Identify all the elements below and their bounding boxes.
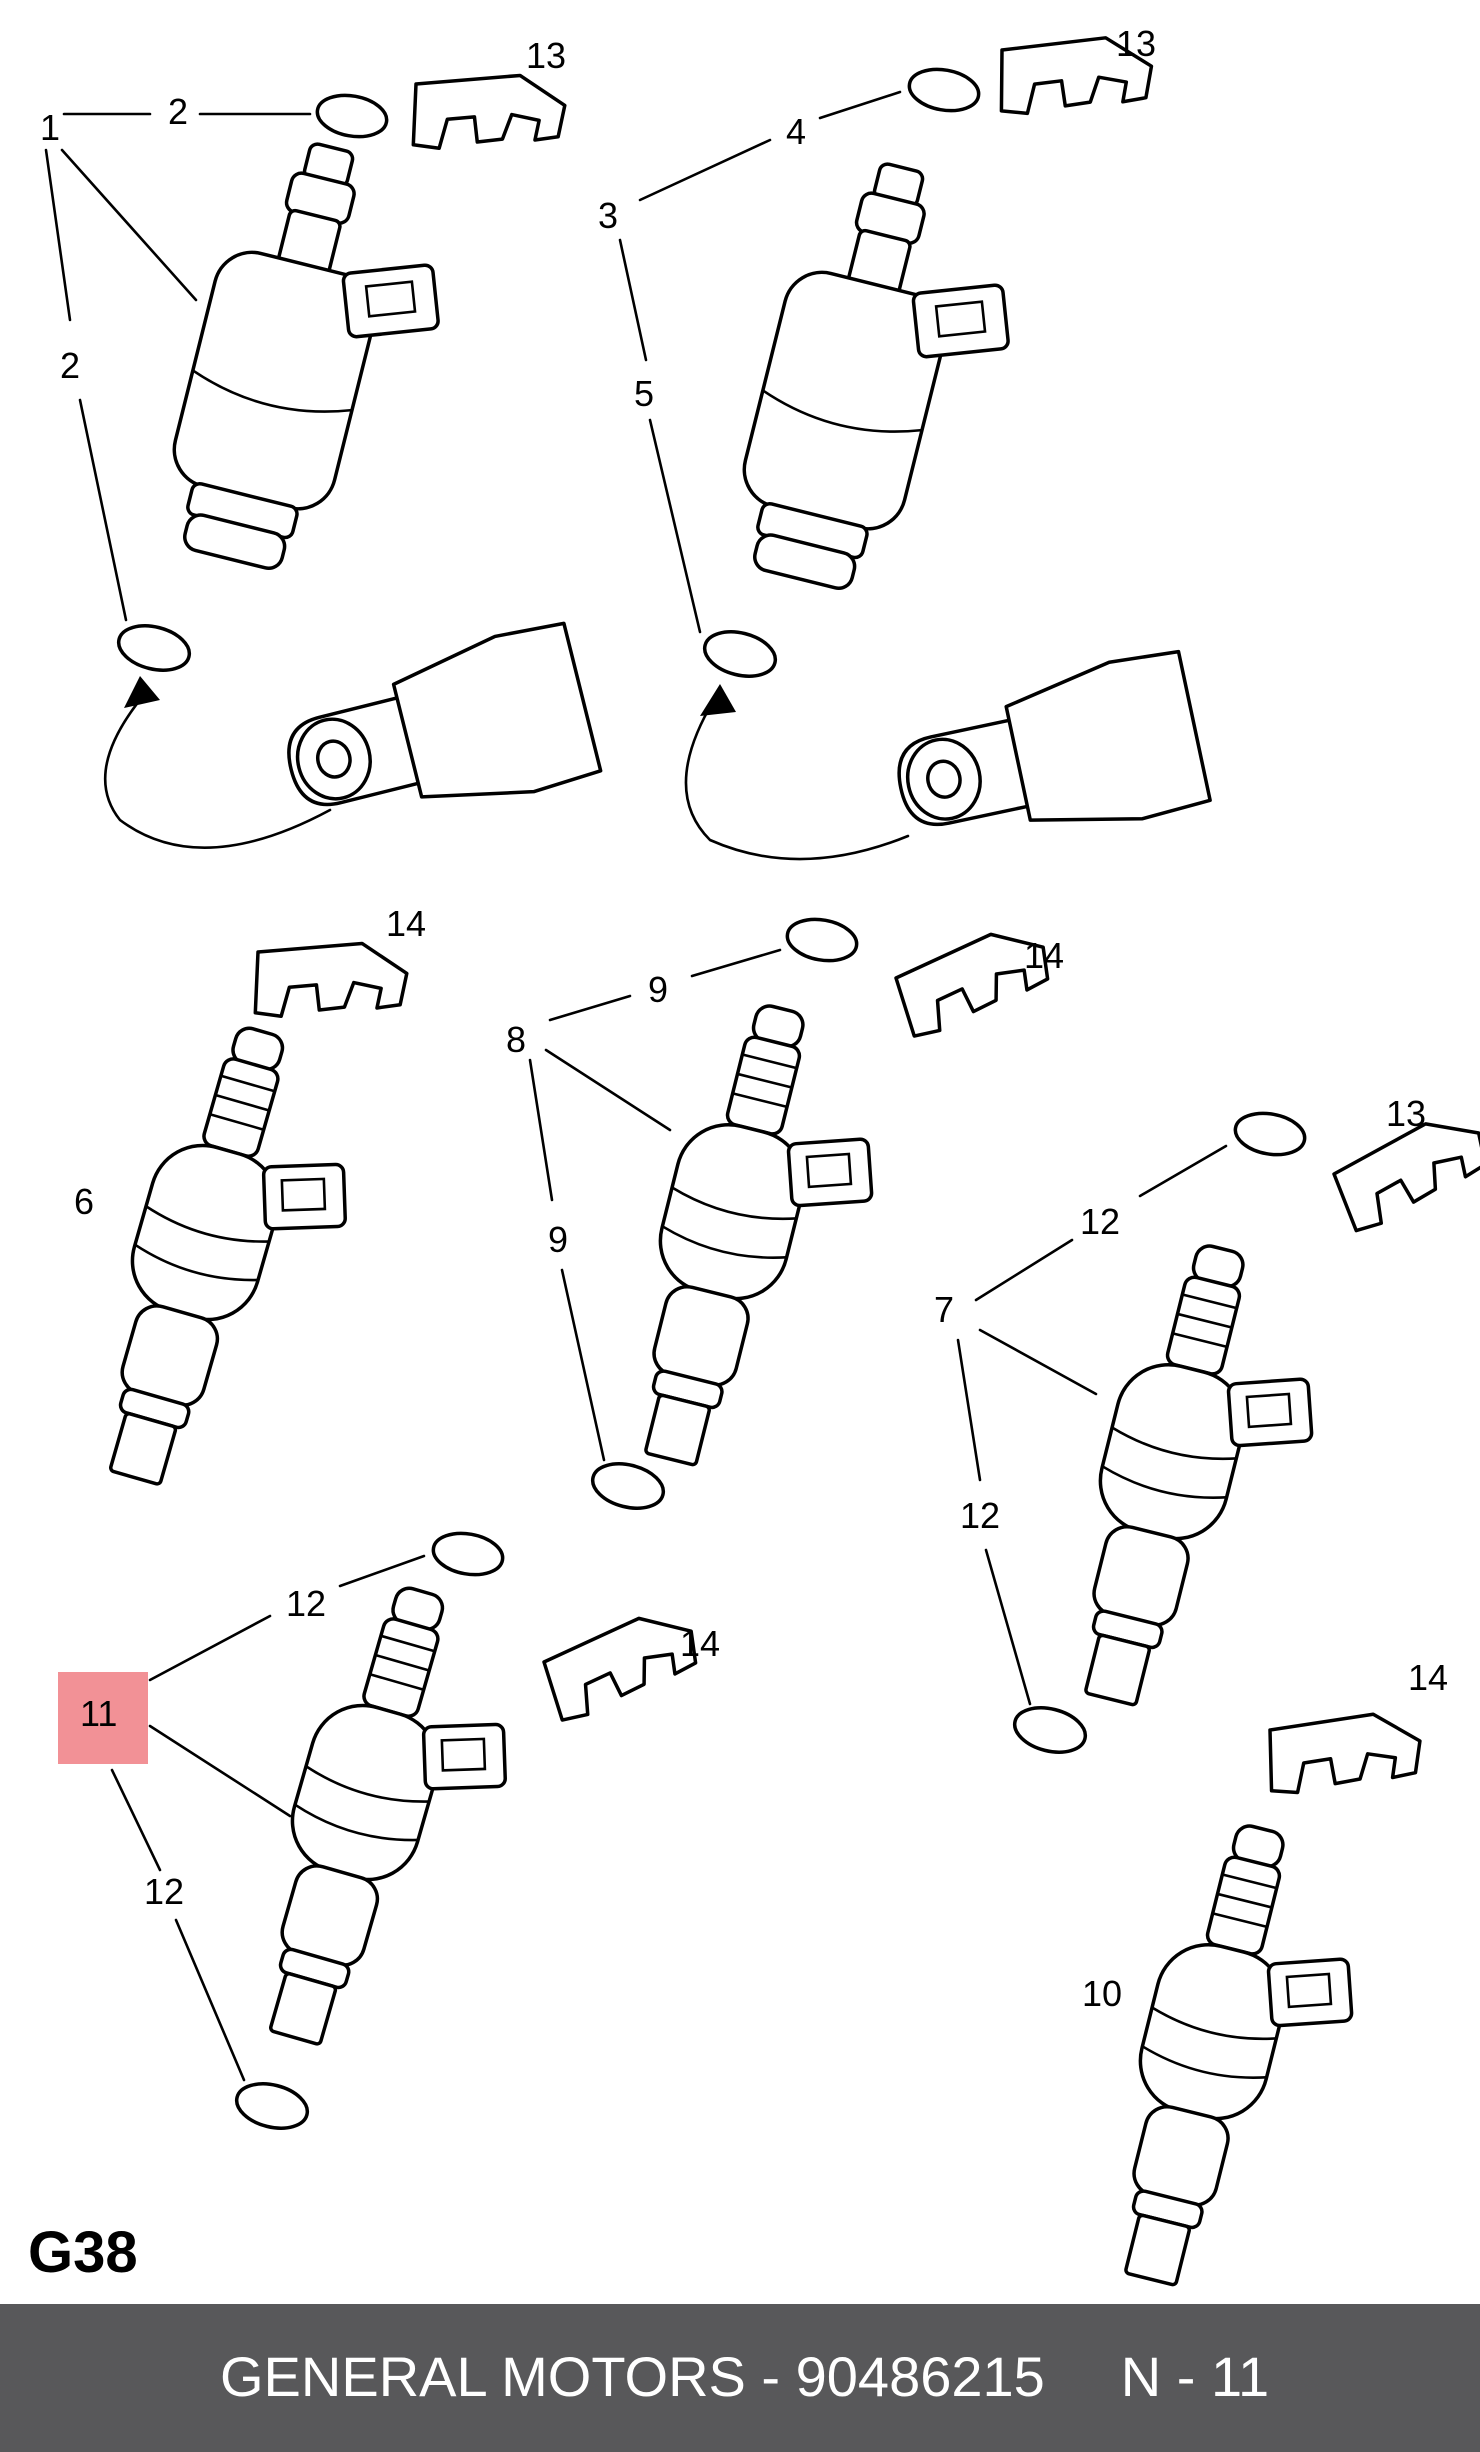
callout-9: 9 xyxy=(548,1219,568,1260)
callout-2: 2 xyxy=(60,345,80,386)
callout-12: 12 xyxy=(1080,1201,1120,1242)
callout-14: 14 xyxy=(680,1623,720,1664)
callout-9: 9 xyxy=(648,969,668,1010)
highlighted-callout-box xyxy=(58,1672,148,1764)
brand-name: GENERAL MOTORS xyxy=(220,2345,746,2408)
callout-8: 8 xyxy=(506,1019,526,1060)
footer-caption: GENERAL MOTORS - 90486215 N - 11 xyxy=(220,2344,1269,2409)
footer-bar: GENERAL MOTORS - 90486215 N - 11 xyxy=(0,2304,1480,2452)
callout-7: 7 xyxy=(934,1289,954,1330)
callout-11-highlighted: 11 xyxy=(80,1693,117,1734)
callout-6: 6 xyxy=(74,1181,94,1222)
callout-5: 5 xyxy=(634,373,654,414)
callout-10: 10 xyxy=(1082,1973,1122,2014)
diagram-code: G38 xyxy=(28,2220,138,2285)
callout-14: 14 xyxy=(1408,1657,1448,1698)
callout-1: 1 xyxy=(40,107,60,148)
callout-2: 2 xyxy=(168,91,188,132)
callout-14: 14 xyxy=(386,903,426,944)
separator: - xyxy=(745,2345,796,2408)
callout-13: 13 xyxy=(1116,23,1156,64)
callout-12: 12 xyxy=(960,1495,1000,1536)
callout-13: 13 xyxy=(526,35,566,76)
callout-3: 3 xyxy=(598,195,618,236)
callout-12: 12 xyxy=(144,1871,184,1912)
part-number: 90486215 xyxy=(795,2345,1045,2408)
callout-4: 4 xyxy=(786,111,806,152)
callout-13: 13 xyxy=(1386,1093,1426,1134)
callout-14: 14 xyxy=(1024,935,1064,976)
callout-12: 12 xyxy=(286,1583,326,1624)
injector-exploded-diagram: 1 2 2 13 3 4 5 13 6 14 8 9 9 14 7 12 12 … xyxy=(28,18,1480,2300)
diagram-position: N - 11 xyxy=(1120,2345,1270,2408)
